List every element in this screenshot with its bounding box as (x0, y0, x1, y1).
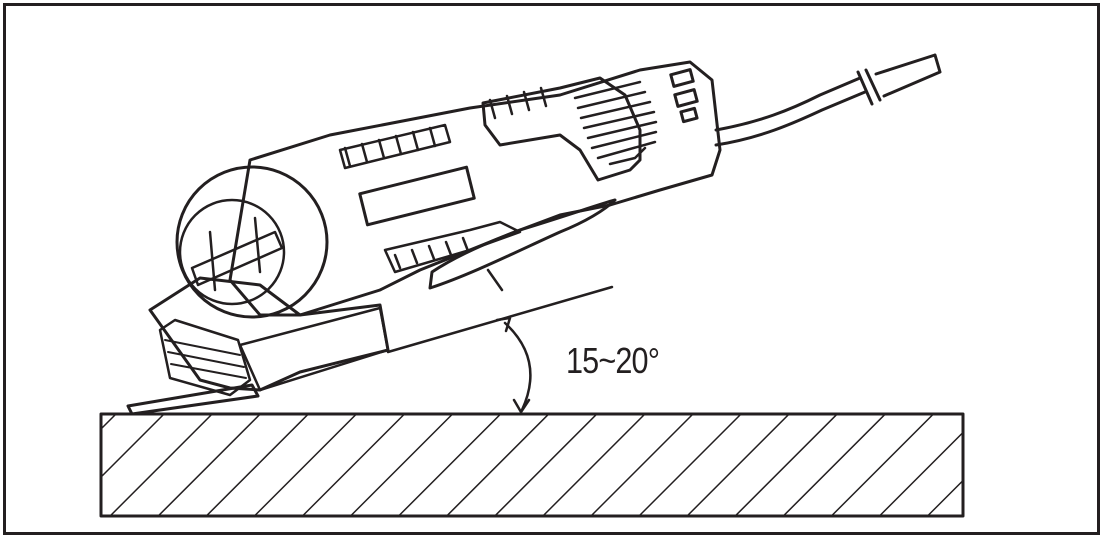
angle-grinder (126, 60, 722, 416)
angle-label: 15~20° (566, 340, 660, 381)
power-cord (714, 53, 942, 147)
grinding-disc (126, 383, 260, 416)
side-handle-boss (175, 165, 329, 319)
workpiece (99, 412, 965, 518)
angle-arc (495, 316, 532, 414)
